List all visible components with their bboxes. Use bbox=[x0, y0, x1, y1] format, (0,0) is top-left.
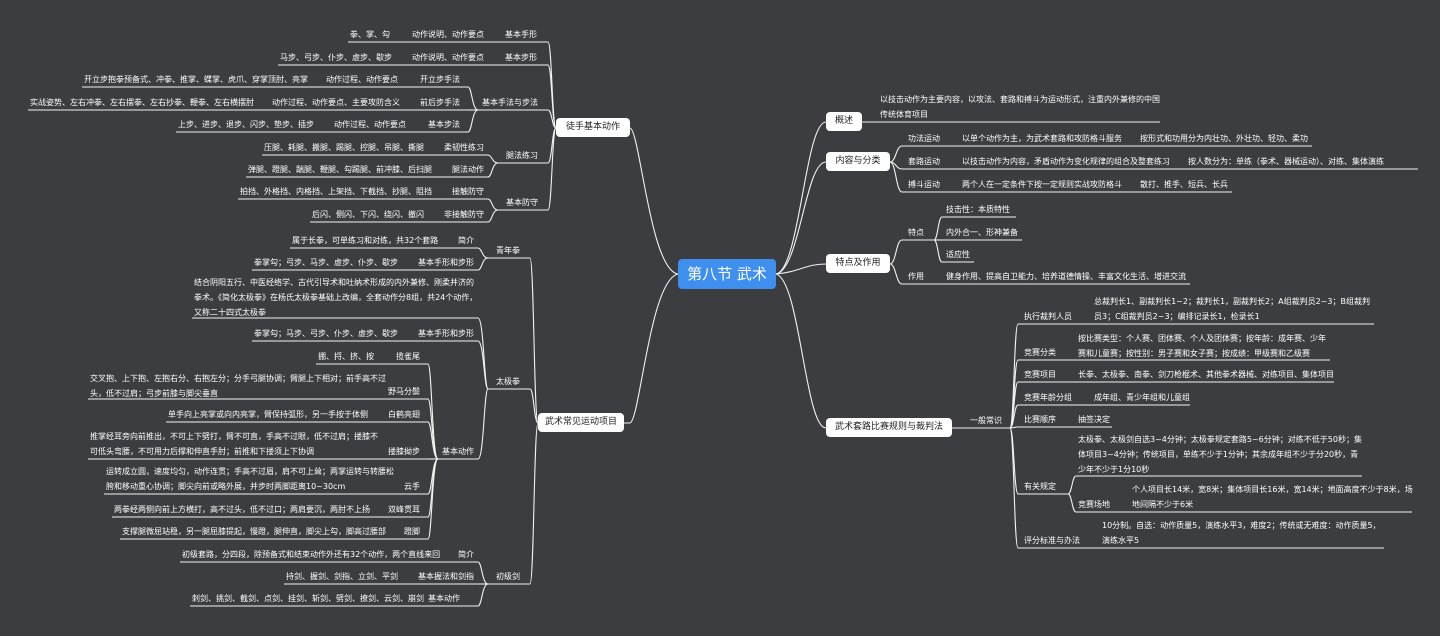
leg-move-items: 弹腿、蹬腿、踹腿、鞭腿、勾踢腿、前冲膝、后扫腿 bbox=[248, 165, 432, 174]
referee-text: 总裁判长1、副裁判长1~2；裁判长1，副裁判长2；A组裁判员2~3；B组裁判员3… bbox=[1094, 297, 1370, 321]
sword-basic-label[interactable]: 基本动作 bbox=[428, 594, 460, 603]
footwork-req: 动作过程、动作要点 bbox=[334, 120, 406, 129]
sword-basic: 刺剑、挑剑、截剑、点剑、挂剑、斩剑、劈剑、撩剑、云剑、崩剑 bbox=[192, 594, 424, 603]
noncontact-def-label[interactable]: 非接触防守 bbox=[444, 210, 484, 219]
taiji-hand-label[interactable]: 基本手形和步形 bbox=[418, 329, 474, 338]
footwork-label[interactable]: 基本步法 bbox=[428, 120, 460, 129]
hand-method-label[interactable]: 基本手法与步法 bbox=[482, 98, 538, 107]
topic-competition-rules[interactable]: 武术套路比赛规则与裁判法 bbox=[826, 418, 952, 437]
traits-label[interactable]: 特点 bbox=[908, 228, 924, 237]
basic-hand-items: 拳、掌、勾 bbox=[350, 30, 390, 39]
combat-desc: 两个人在一定条件下按一定规则实战攻防格斗 bbox=[962, 180, 1122, 189]
move-desc-yunshou: 运转成立圆，速度均匀，动作连贯；手高不过眉，肩不可上耸；两掌运转与转腰松胯和移动… bbox=[106, 467, 394, 491]
contact-def-label[interactable]: 接触防守 bbox=[452, 187, 484, 196]
noncontact-def-items: 后闪、侧闪、下闪、绕闪、撤闪 bbox=[312, 210, 424, 219]
topic-feature-effect[interactable]: 特点及作用 bbox=[826, 254, 890, 273]
general-knowledge-label[interactable]: 一般常识 bbox=[970, 416, 1002, 425]
leg-move-label[interactable]: 腿法动作 bbox=[452, 165, 484, 174]
routine-desc: 以技击动作为内容，矛盾动作为变化规律的组合及整套练习 bbox=[962, 157, 1170, 166]
youth-fist-label[interactable]: 青年拳 bbox=[496, 246, 520, 255]
youth-hand: 拳掌勾；弓步、马步、虚步、仆步、歇步 bbox=[254, 258, 398, 267]
sword-grip: 持剑、握剑、剑指、立剑、平剑 bbox=[286, 572, 398, 581]
referee-label[interactable]: 执行裁判人员 bbox=[1024, 312, 1072, 321]
root-topic[interactable]: 第八节 武术 bbox=[678, 259, 776, 289]
age-label[interactable]: 竞赛年龄分组 bbox=[1024, 393, 1072, 402]
youth-hand-label[interactable]: 基本手形和步形 bbox=[418, 258, 474, 267]
junior-sword-label[interactable]: 初级剑 bbox=[496, 572, 520, 581]
effect-label[interactable]: 作用 bbox=[908, 272, 924, 281]
youth-intro: 属于长拳，可单练习和对练，共32个套路 bbox=[292, 236, 439, 245]
move-yema[interactable]: 野马分鬃 bbox=[388, 387, 420, 396]
effect-text: 健身作用、提高自卫能力、培养道德情操、丰富文化生活、增进交流 bbox=[946, 272, 1186, 281]
taiji-basic-label[interactable]: 基本动作 bbox=[442, 447, 474, 456]
topic-common-events[interactable]: 武术常见运动项目 bbox=[538, 413, 624, 432]
trait-item: 内外合一、形神兼备 bbox=[946, 228, 1018, 237]
scoring-text: 10分制。自选：动作质量5，演练水平3，难度2；传统或无难度：动作质量5，演练水… bbox=[1102, 521, 1381, 545]
sword-intro: 初级套路，分四段，除预备式和结束动作外还有32个动作，两个直线来回 bbox=[182, 550, 441, 559]
move-dengjiao[interactable]: 蹬脚 bbox=[404, 527, 420, 536]
defense-label[interactable]: 基本防守 bbox=[506, 198, 538, 207]
scoring-label[interactable]: 评分标准与办法 bbox=[1024, 536, 1080, 545]
move-desc-shuangfeng: 两拳经两侧向前上方横打，高不过头，低不过口；两肩要沉，两肘不上扬 bbox=[114, 505, 370, 514]
venue-text: 个人项目长14米，宽8米；集体项目长16米，宽14米；地面高度不少于8米，场地间… bbox=[1132, 485, 1413, 509]
trait-item: 技击性：本质特性 bbox=[946, 205, 1010, 214]
move-desc-dengjiao: 支撑腿微屈站稳，另一腿屈膝提起，慢蹬，腿伸直，脚尖上勾，脚高过腰部 bbox=[122, 527, 386, 536]
combat-detail: 散打、推手、短兵、长兵 bbox=[1140, 180, 1228, 189]
time-rules-text: 太极拳、太极剑自选3~4分钟；太极拳规定套路5~6分钟；对练不低于50秒；集体项… bbox=[1078, 435, 1362, 474]
flexibility-label[interactable]: 柔韧性练习 bbox=[444, 143, 484, 152]
front-back-req: 动作过程、动作要点、主要攻防含义 bbox=[272, 98, 400, 107]
move-baihe[interactable]: 白鹤亮翅 bbox=[388, 410, 420, 419]
open-step-items: 开立步抱拳预备式、冲拳、推掌、蝶掌、虎爪、穿掌顶肘、亮掌 bbox=[84, 75, 308, 84]
move-desc-louxi: 推掌经耳旁向前推出，不可上下劈打，臂不可直，手高不过眼，低不过肩；搂膝不可低头弯… bbox=[90, 432, 378, 456]
power-desc: 以单个动作为主，为武术套路和攻防格斗服务 bbox=[962, 134, 1122, 143]
topic-overview[interactable]: 概述 bbox=[826, 112, 862, 131]
open-step-req: 动作过程、动作要点 bbox=[326, 75, 398, 84]
items-text: 长拳、太极拳、南拳、剑刀枪棍术、其他拳术器械、对练项目、集体项目 bbox=[1078, 370, 1334, 379]
move-louxi[interactable]: 搂膝拗步 bbox=[388, 447, 420, 456]
overview-text: 以技击动作为主要内容，以攻法、套路和搏斗为运动形式，注重内外兼修的中国传统体育项… bbox=[880, 95, 1160, 119]
front-back-label[interactable]: 前后步手法 bbox=[420, 98, 460, 107]
topic-content-classification[interactable]: 内容与分类 bbox=[826, 152, 890, 171]
sword-grip-label[interactable]: 基本握法和剑指 bbox=[418, 572, 474, 581]
category-label[interactable]: 竞赛分类 bbox=[1024, 348, 1056, 357]
order-text: 抽签决定 bbox=[1078, 415, 1110, 424]
sword-intro-label[interactable]: 简介 bbox=[458, 550, 474, 559]
flexibility-items: 压腿、耗腿、搬腿、踢腿、控腿、吊腿、撕腿 bbox=[264, 143, 424, 152]
leg-practice-label[interactable]: 腿法练习 bbox=[506, 151, 538, 160]
category-text: 按比赛类型：个人赛、团体赛、个人及团体赛；按年龄：成年赛、少年赛和儿童赛；按性别… bbox=[1078, 334, 1326, 358]
move-desc-baihe: 单手向上亮掌或向内亮掌，臂保持弧形，另一手按于体侧 bbox=[168, 410, 368, 419]
venue-label[interactable]: 竞赛场地 bbox=[1078, 500, 1110, 509]
basic-step-req: 动作说明、动作要点 bbox=[412, 53, 484, 62]
move-shuangfeng[interactable]: 双峰贯耳 bbox=[388, 505, 420, 514]
combat-label[interactable]: 搏斗运动 bbox=[908, 180, 940, 189]
youth-intro-label[interactable]: 简介 bbox=[458, 236, 474, 245]
contact-def-items: 拍挡、外格挡、内格挡、上架挡、下截挡、抄腿、阻挡 bbox=[240, 187, 432, 196]
taiji-desc: 结合阴阳五行、中医经络学、古代引导术和吐纳术形成的内外兼修、刚柔并济的拳术。《简… bbox=[194, 278, 478, 317]
basic-hand-label[interactable]: 基本手形 bbox=[505, 30, 537, 39]
move-desc-yema: 交叉抱、上下抱、左抱右分、右抱左分；分手弓腿协调；臂腿上下相对；前手高不过头，低… bbox=[90, 374, 386, 398]
basic-hand-req: 动作说明、动作要点 bbox=[412, 30, 484, 39]
routine-label[interactable]: 套路运动 bbox=[908, 157, 940, 166]
related-rules-label[interactable]: 有关规定 bbox=[1024, 482, 1056, 491]
taiji-hand: 拳掌勾；马步、弓步、仆步、虚步、歇步 bbox=[254, 329, 398, 338]
power-label[interactable]: 功法运动 bbox=[908, 134, 940, 143]
trait-item: 适应性 bbox=[946, 250, 970, 259]
footwork-items: 上步、进步、退步、闪步、垫步、插步 bbox=[178, 120, 314, 129]
open-step-label[interactable]: 开立步手法 bbox=[420, 75, 460, 84]
topic-bare-hand-basics[interactable]: 徒手基本动作 bbox=[556, 118, 630, 137]
taiji-label[interactable]: 太极拳 bbox=[496, 377, 520, 386]
basic-step-items: 马步、弓步、仆步、虚步、歇步 bbox=[280, 53, 392, 62]
items-label[interactable]: 竞赛项目 bbox=[1024, 370, 1056, 379]
move-desc-lanquewei: 掤、捋、挤、按 bbox=[318, 352, 374, 361]
basic-step-label[interactable]: 基本步形 bbox=[505, 53, 537, 62]
routine-detail: 按人数分为：单练（拳术、器械运动）、对练、集体演练 bbox=[1188, 157, 1384, 166]
move-lanquewei[interactable]: 揽雀尾 bbox=[396, 352, 420, 361]
order-label[interactable]: 比赛顺序 bbox=[1024, 415, 1056, 424]
move-yunshou[interactable]: 云手 bbox=[404, 482, 420, 491]
age-text: 成年组、青少年组和儿童组 bbox=[1094, 393, 1190, 402]
front-back-items: 实战姿势、左右冲拳、左右摆拳、左右抄拳、鞭拳、左右横摆肘 bbox=[30, 98, 254, 107]
power-detail: 按形式和功用分为内壮功、外壮功、轻功、柔功 bbox=[1140, 134, 1308, 143]
